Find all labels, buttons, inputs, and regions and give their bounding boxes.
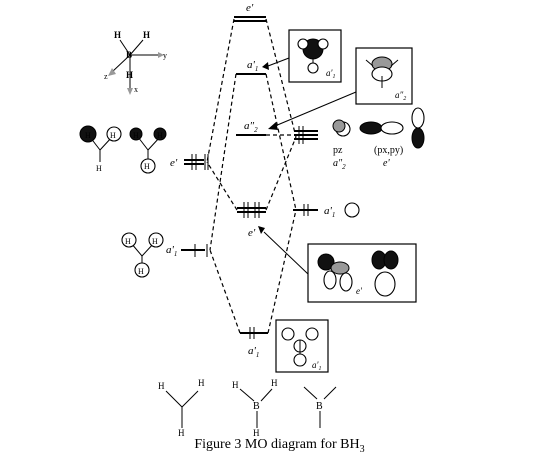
inset-axis-z: z: [104, 72, 108, 81]
inset-h-top-left: H: [114, 30, 121, 40]
pxpy-label: (px,py): [374, 145, 403, 156]
svg-text:e': e': [356, 286, 363, 296]
label-top-e: e': [246, 2, 254, 14]
svg-text:B: B: [253, 401, 260, 412]
mo-levels: e' a'1 a″2 e' a'1: [234, 2, 268, 359]
svg-text:H: H: [178, 428, 185, 438]
label-a1-upper: a'1: [247, 59, 258, 73]
pz-sym-label: a″2: [333, 158, 346, 171]
figure-caption: Figure 3 MO diagram for BH3: [194, 437, 365, 455]
svg-text:H: H: [157, 131, 163, 140]
svg-text:H: H: [198, 378, 205, 388]
svg-text:a'1: a'1: [326, 68, 335, 80]
inset-axis-x: x: [134, 85, 138, 94]
box-e-bonding: [307, 243, 417, 303]
svg-text:H: H: [271, 378, 278, 388]
label-e-bonding: e': [248, 227, 256, 239]
h-orbital-light: [106, 126, 122, 142]
svg-text:B: B: [316, 401, 323, 412]
svg-text:H: H: [85, 131, 91, 140]
left-fragment: e' a'1 H H H H H H H H H: [79, 125, 209, 278]
label-a2: a″2: [244, 120, 258, 134]
pxpy-sym-label: e': [383, 158, 390, 169]
right-fragment: a'1 pz a″2 (px,py) e': [293, 107, 425, 219]
svg-text:H: H: [144, 162, 150, 171]
svg-text:H: H: [253, 428, 260, 438]
svg-text:H: H: [110, 131, 116, 140]
inset-h-bottom: H: [126, 70, 133, 80]
s-sym-label: a'1: [324, 205, 335, 219]
inset-axis-y: y: [163, 51, 167, 60]
inset-h-top-right: H: [143, 30, 150, 40]
label-a1-lower: a'1: [248, 345, 259, 359]
svg-text:a'1: a'1: [312, 360, 321, 372]
pz-label: pz: [333, 145, 343, 156]
correlation-lines: [206, 18, 297, 334]
inset-boron: B: [126, 50, 132, 60]
left-a1-label: a'1: [166, 244, 177, 258]
svg-text:H: H: [133, 131, 139, 140]
orbital-boxes: a'1 a″2 e' a'1: [258, 29, 417, 373]
svg-text:H: H: [152, 237, 158, 246]
boron-px-orbital: [359, 121, 383, 135]
svg-text:H: H: [232, 380, 239, 390]
boron-s-orbital: [344, 202, 360, 218]
left-e-label: e': [170, 157, 178, 169]
svg-text:H: H: [96, 164, 102, 173]
svg-text:a″2: a″2: [395, 90, 406, 102]
bottom-structures: H H H H H B H B: [158, 378, 337, 438]
h-orbital-dark: [79, 125, 97, 143]
axes-inset: H H B H y z x: [104, 30, 167, 95]
svg-text:H: H: [125, 237, 131, 246]
svg-text:H: H: [158, 381, 165, 391]
boron-py-orbital: [411, 107, 425, 129]
svg-text:H: H: [138, 267, 144, 276]
